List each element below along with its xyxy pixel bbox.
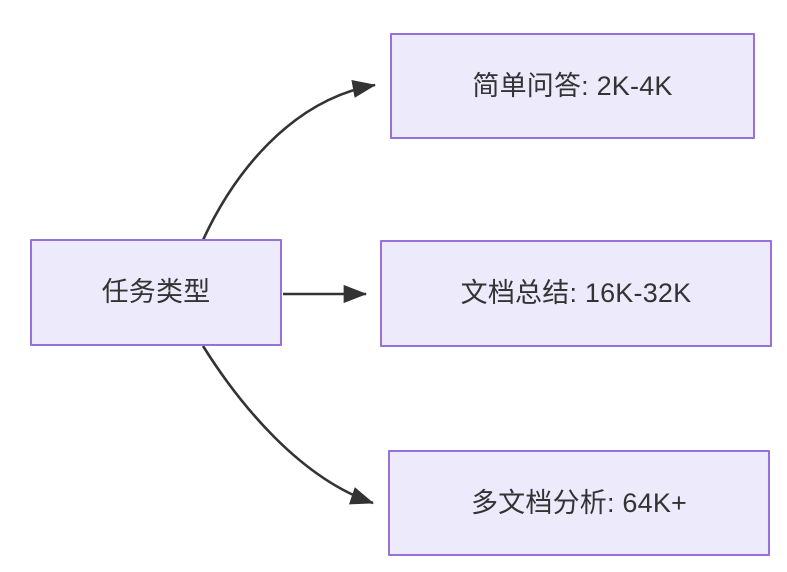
edge-task-type-to-multi-doc-analysis xyxy=(201,345,374,505)
node-simple-qa-label: 简单问答: 2K-4K xyxy=(472,70,673,101)
node-multi-doc-analysis-label: 多文档分析: 64K+ xyxy=(470,487,687,518)
node-task-type-label: 任务类型 xyxy=(101,277,211,308)
edge-task-type-to-simple-qa xyxy=(201,79,377,241)
node-multi-doc-analysis[interactable]: 多文档分析: 64K+ xyxy=(388,450,770,556)
node-doc-summary[interactable]: 文档总结: 16K-32K xyxy=(380,240,772,347)
node-simple-qa[interactable]: 简单问答: 2K-4K xyxy=(390,33,755,139)
node-task-type[interactable]: 任务类型 xyxy=(30,239,282,346)
node-doc-summary-label: 文档总结: 16K-32K xyxy=(460,278,692,309)
